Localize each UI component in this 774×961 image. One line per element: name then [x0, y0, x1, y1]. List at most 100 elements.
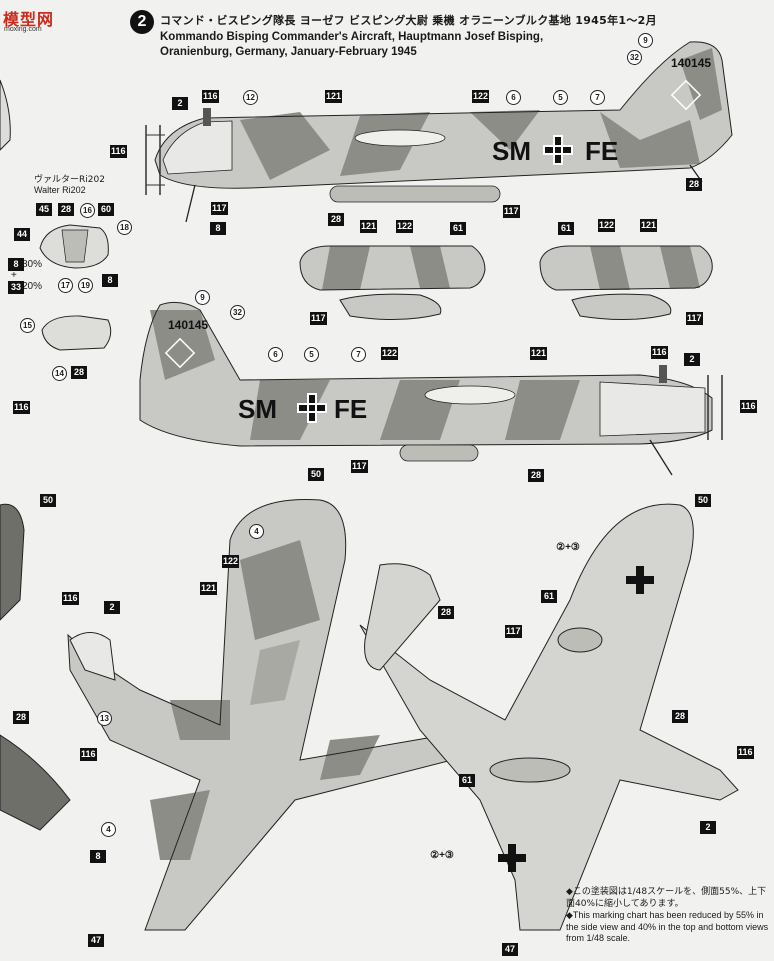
scale-note-en: ◆This marking chart has been reduced by … — [566, 910, 769, 943]
callout-117: 117 — [310, 312, 327, 325]
logo-url: moxing.com — [4, 26, 42, 33]
callout-61: 61 — [450, 222, 466, 235]
callout-121: 121 — [640, 219, 658, 232]
callout-28: 28 — [672, 710, 688, 723]
callout-4: 4 — [249, 524, 264, 539]
callout-117: 117 — [503, 205, 520, 218]
callout-2-plus-3: ②+③ — [430, 850, 454, 861]
callout-32: 32 — [230, 305, 245, 320]
callout-117: 117 — [505, 625, 522, 638]
callout-116: 116 — [651, 346, 668, 359]
callout-6: 6 — [268, 347, 283, 362]
fuselage-code-upper-sm: SM — [492, 136, 531, 166]
scale-note-jp: ◆この塗装図は1/48スケールを、側面55%、上下面40%に縮小してあります。 — [566, 887, 767, 909]
callout-28: 28 — [438, 606, 454, 619]
callout-6: 6 — [506, 90, 521, 105]
title-english-line2: Oranienburg, Germany, January-February 1… — [160, 46, 417, 58]
callout-50: 50 — [695, 494, 711, 507]
callout-28: 28 — [686, 178, 702, 191]
nacelle-right — [539, 245, 713, 321]
callout-61: 61 — [558, 222, 574, 235]
callout-50: 50 — [308, 468, 324, 481]
callout-2-plus-3: ②+③ — [556, 542, 580, 553]
callout-61: 61 — [459, 774, 475, 787]
callout-5: 5 — [553, 90, 568, 105]
callout-2: 2 — [700, 821, 716, 834]
callout-8: 8 — [8, 258, 24, 271]
callout-2: 2 — [684, 353, 700, 366]
callout-122: 122 — [381, 347, 399, 360]
walter-label-en: Walter Ri202 — [34, 185, 86, 195]
callout-44: 44 — [14, 228, 30, 241]
tail-number-upper: 140145 — [671, 56, 712, 70]
bottom-view — [359, 503, 739, 931]
callout-61: 61 — [541, 590, 557, 603]
profile-number-badge: 2 — [130, 10, 154, 34]
callout-28: 28 — [13, 711, 29, 724]
callout-117: 117 — [211, 202, 228, 215]
callout-9: 9 — [638, 33, 653, 48]
callout-16: 16 — [80, 203, 95, 218]
callout-47: 47 — [88, 934, 104, 947]
callout-116: 116 — [740, 400, 757, 413]
callout-117: 117 — [351, 460, 368, 473]
callout-116: 116 — [737, 746, 754, 759]
callout-2: 2 — [172, 97, 188, 110]
nacelle-left — [299, 245, 486, 321]
callout-116: 116 — [80, 748, 97, 761]
callout-15: 15 — [20, 318, 35, 333]
callout-116: 116 — [13, 401, 30, 414]
title-english-line1: Kommando Bisping Commander's Aircraft, H… — [160, 31, 544, 43]
callout-32: 32 — [627, 50, 642, 65]
callout-116: 116 — [202, 90, 219, 103]
callout-60: 60 — [98, 203, 114, 216]
callout-28: 28 — [71, 366, 87, 379]
callout-47: 47 — [502, 943, 518, 956]
mix-ratio-1: 80% — [22, 259, 43, 270]
callout-122: 122 — [396, 220, 414, 233]
callout-18: 18 — [117, 220, 132, 235]
watermark-logo: 模型网 moxing.com — [2, 2, 62, 42]
side-view-upper — [145, 41, 733, 223]
callout-28: 28 — [528, 469, 544, 482]
callout-2: 2 — [104, 601, 120, 614]
callout-8: 8 — [210, 222, 226, 235]
walter-engine-sketch — [39, 224, 112, 351]
callout-45: 45 — [36, 203, 52, 216]
callout-121: 121 — [530, 347, 548, 360]
title-english: Kommando Bisping Commander's Aircraft, H… — [160, 30, 580, 60]
callout-8: 8 — [102, 274, 118, 287]
callout-121: 121 — [360, 220, 378, 233]
callout-50: 50 — [40, 494, 56, 507]
walter-label-jp: ヴァルターRi202 — [34, 175, 105, 185]
scale-note: ◆この塗装図は1/48スケールを、側面55%、上下面40%に縮小してあります。 … — [566, 887, 771, 945]
partial-aircraft-left — [0, 79, 71, 831]
fuselage-code-lower-fe: FE — [334, 394, 368, 424]
callout-122: 122 — [472, 90, 490, 103]
logo-brand: 模型网 — [3, 10, 55, 29]
callout-116: 116 — [62, 592, 79, 605]
callout-121: 121 — [200, 582, 218, 595]
callout-7: 7 — [351, 347, 366, 362]
callout-28: 28 — [328, 213, 344, 226]
fuselage-code-lower-sm: SM — [238, 394, 277, 424]
callout-121: 121 — [325, 90, 343, 103]
title-japanese: コマンド・ビスピング隊長 ヨーゼフ ビスピング大尉 乗機 オラニーンブルク基地 … — [160, 14, 657, 27]
mix-ratio-2: 20% — [22, 281, 43, 292]
callout-7: 7 — [590, 90, 605, 105]
callout-117: 117 — [686, 312, 703, 325]
callout-28: 28 — [58, 203, 74, 216]
callout-5: 5 — [304, 347, 319, 362]
callout-122: 122 — [222, 555, 240, 568]
callout-14: 14 — [52, 366, 67, 381]
mix-plus: + — [11, 270, 17, 281]
callout-33: 33 — [8, 281, 24, 294]
callout-4: 4 — [101, 822, 116, 837]
callout-116: 116 — [110, 145, 127, 158]
top-view — [67, 499, 453, 931]
fuselage-code-upper-fe: FE — [585, 136, 619, 166]
callout-17: 17 — [58, 278, 73, 293]
callout-8: 8 — [90, 850, 106, 863]
